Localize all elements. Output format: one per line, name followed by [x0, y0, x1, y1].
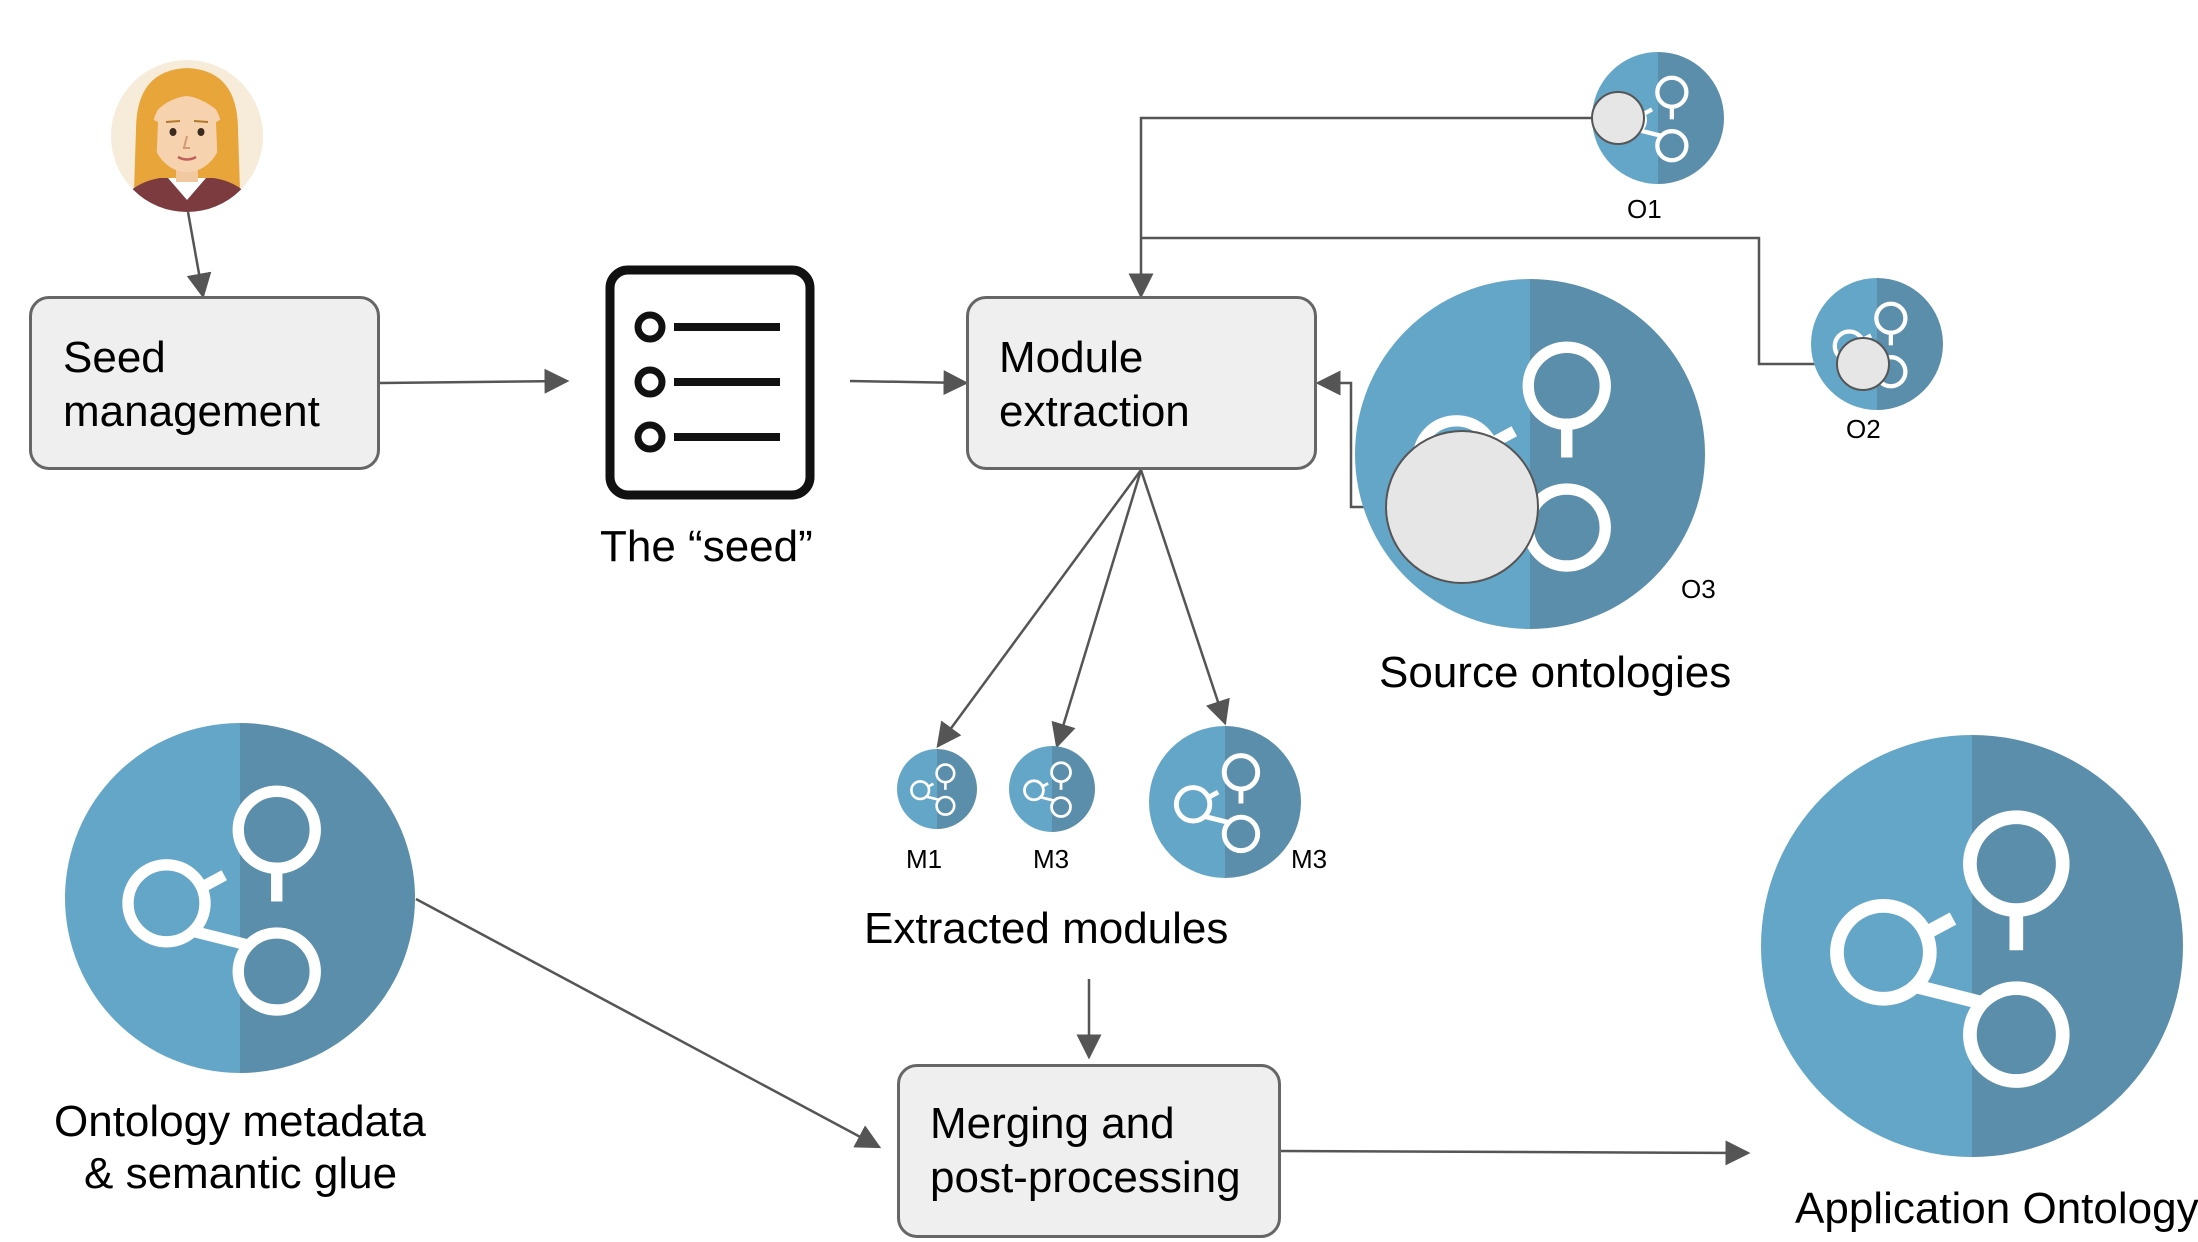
- o2-label: O2: [1846, 414, 1881, 444]
- seed-management-label: Seed management: [63, 333, 320, 436]
- arrow-extraction-to-m1: [936, 469, 1143, 749]
- connector-o2-to-module-extraction: [1141, 236, 1863, 366]
- connector-o1-to-module-extraction: [1128, 116, 1592, 299]
- m3-label: M3: [1291, 844, 1328, 874]
- seed-management-box[interactable]: Seed management: [29, 296, 380, 470]
- module-m1-icon: [897, 749, 977, 829]
- module-extraction-box[interactable]: Module extraction: [966, 296, 1317, 470]
- seed-caption: The “seed”: [600, 522, 813, 571]
- source-ontologies-caption: Source ontologies: [1379, 648, 1732, 697]
- m2-label: M3: [1033, 844, 1070, 874]
- arrow-user-to-seed-management: [186, 211, 212, 299]
- module-m3-icon: [1149, 726, 1301, 878]
- user-avatar-icon: [111, 60, 263, 212]
- ontology-metadata-icon: [65, 723, 415, 1073]
- module-m2-icon: [1009, 746, 1095, 832]
- application-ontology-icon: [1761, 735, 2183, 1157]
- arrow-extraction-to-m3: [1139, 469, 1230, 726]
- merging-label: Merging and post-processing: [930, 1099, 1241, 1202]
- arrow-metadata-to-merging: [415, 897, 882, 1149]
- ontology-o1-icon: [1592, 52, 1724, 184]
- ontology-o2-icon: [1811, 278, 1943, 410]
- o3-label: O3: [1681, 574, 1716, 604]
- extracted-modules-caption: Extracted modules: [864, 904, 1229, 953]
- list-icon: [605, 265, 815, 500]
- ontology-o3-icon: [1355, 279, 1705, 629]
- module-extraction-label: Module extraction: [999, 333, 1190, 436]
- application-ontology-caption: Application Ontology: [1795, 1184, 2198, 1233]
- o1-label: O1: [1627, 194, 1662, 224]
- arrow-seed-management-to-seed: [379, 368, 570, 394]
- arrow-extraction-to-m2: [1051, 469, 1143, 749]
- m1-label: M1: [906, 844, 943, 874]
- arrow-seed-to-module-extraction: [849, 370, 969, 396]
- merging-box[interactable]: Merging and post-processing: [897, 1064, 1281, 1238]
- metadata-caption: Ontology metadata & semantic glue: [54, 1097, 426, 1198]
- connectors: [186, 116, 1863, 1166]
- arrow-merging-to-application-ontology: [1279, 1140, 1751, 1166]
